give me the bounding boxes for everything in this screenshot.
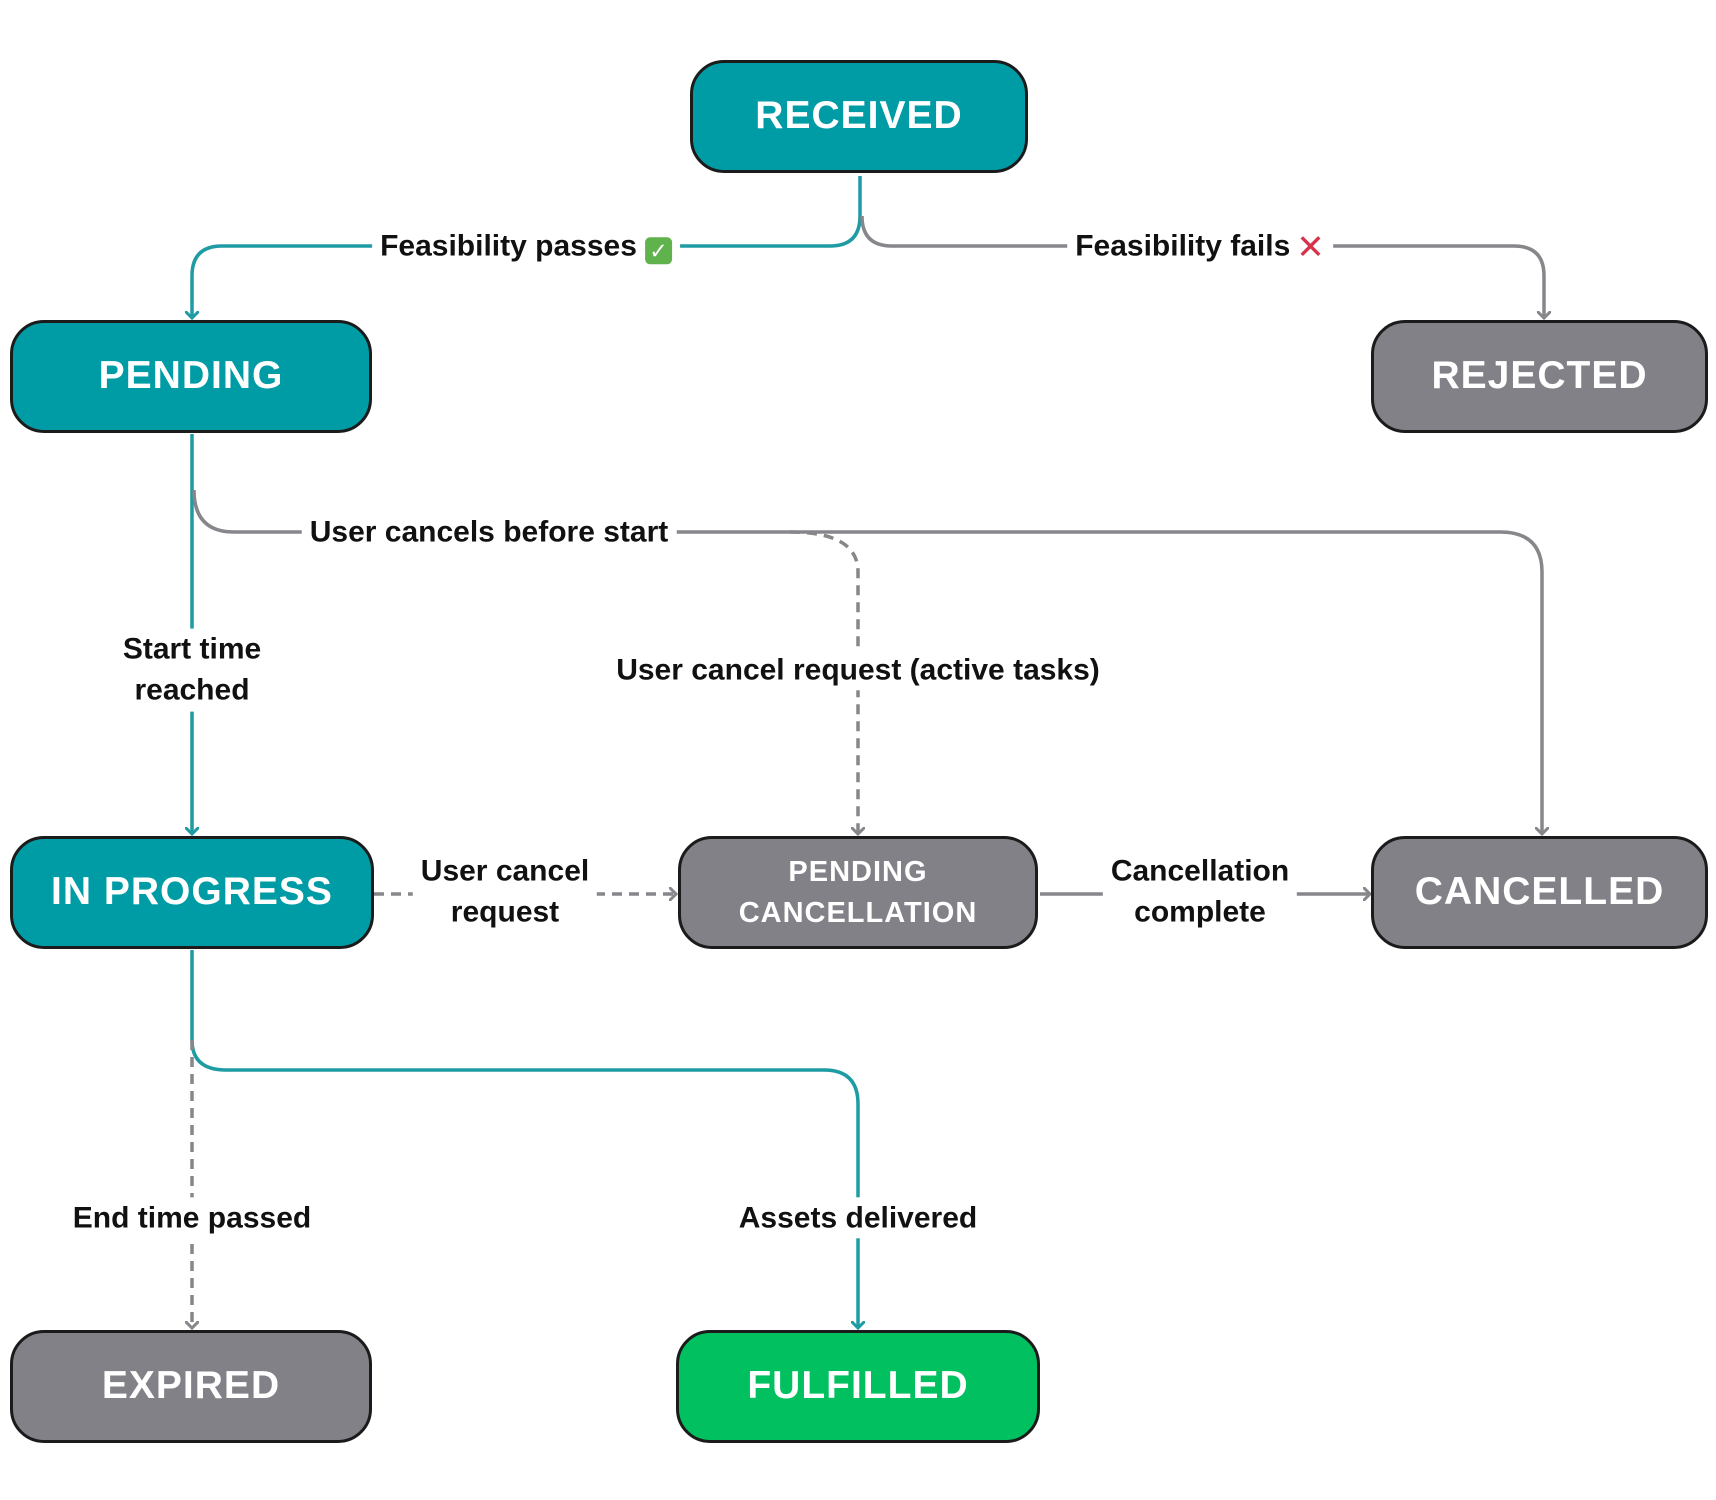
cross-mark-icon: ✕ <box>1296 228 1325 267</box>
label-start-time-reached: Start time reached <box>114 628 270 712</box>
state-rejected: REJECTED <box>1371 320 1708 433</box>
label-user-cancel-request-active: User cancel request (active tasks) <box>608 649 1108 691</box>
label-feasibility-passes: Feasibility passes✓ <box>372 225 680 267</box>
state-fulfilled: FULFILLED <box>676 1330 1040 1443</box>
label-user-cancels-before-start: User cancels before start <box>301 511 677 553</box>
edge-received-rejected <box>860 215 1544 318</box>
label-feasibility-fails: Feasibility fails✕ <box>1067 225 1333 267</box>
state-received: RECEIVED <box>690 60 1028 173</box>
edge-pending-cancelled <box>192 489 1542 834</box>
check-mark-icon: ✓ <box>644 237 672 265</box>
label-end-time-passed: End time passed <box>64 1197 320 1239</box>
label-assets-delivered: Assets delivered <box>730 1197 986 1239</box>
edge-inprogress-fulfilled <box>190 950 858 1328</box>
label-user-cancel-request: User cancel request <box>412 850 598 934</box>
edge-active-cancel <box>789 530 858 834</box>
state-expired: EXPIRED <box>10 1330 372 1443</box>
state-pending-cancellation: PENDING CANCELLATION <box>678 836 1038 949</box>
label-cancellation-complete: Cancellation complete <box>1102 850 1298 934</box>
state-pending: PENDING <box>10 320 372 433</box>
state-in-progress: IN PROGRESS <box>10 836 374 949</box>
state-cancelled: CANCELLED <box>1371 836 1708 949</box>
